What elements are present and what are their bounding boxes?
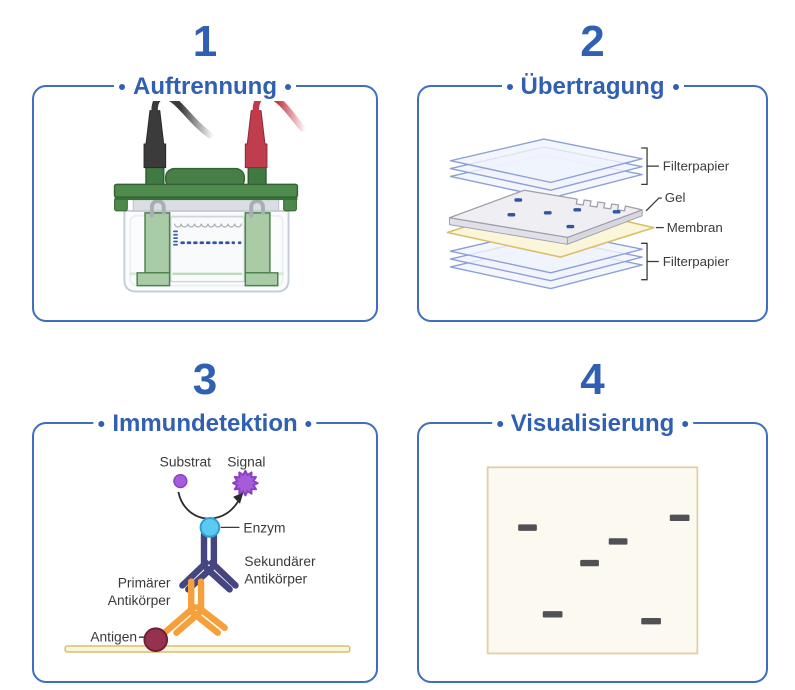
label-filterpapier-top: Filterpapier (663, 159, 730, 174)
comb-wells (173, 223, 242, 228)
filter-paper-stack-top (449, 138, 643, 199)
step-3-title: Immundetektion (93, 410, 317, 438)
signal-burst-icon (232, 469, 259, 497)
substrate-dot (173, 473, 188, 489)
gel-protein-spots (507, 198, 621, 229)
step-4-number: 4 (580, 355, 605, 404)
marker-ladder (173, 230, 178, 246)
protein-band-row (180, 241, 242, 245)
label-signal: Signal (227, 454, 265, 469)
title-bullet-right (284, 84, 291, 90)
cassette-clamp-left (136, 212, 171, 287)
hook-clip-left (149, 199, 166, 218)
title-bullet-left (496, 421, 503, 427)
panel-3-immundetektion: 3 Immundetektion (32, 358, 378, 683)
black-cable (151, 93, 214, 139)
label-substrat: Substrat (160, 454, 211, 469)
label-sekundaerer-antikoerper-line1: Sekundärer (244, 554, 316, 569)
label-enzym: Enzym (243, 520, 285, 535)
label-primaerer-antikoerper-line2: Antikörper (108, 593, 171, 608)
gel-cassette (169, 216, 246, 283)
title-bullet-right (682, 421, 689, 427)
title-bullet-left (119, 84, 126, 90)
blot-result-illustration (486, 466, 699, 655)
step-3-box: Immundetektion (32, 410, 378, 683)
step-3-title-text: Immundetektion (112, 410, 298, 437)
step-4-title-text: Visualisierung (510, 410, 675, 437)
hook-clip-right (249, 199, 265, 218)
transfer-stack-illustration: Filterpapier Gel Membran Filterpapier (446, 138, 730, 290)
enzyme-circle (199, 517, 221, 538)
gel-electrophoresis-tank-illustration (113, 91, 306, 293)
protein-band (641, 617, 661, 625)
reaction-arrowhead (233, 492, 244, 504)
red-electrode-plug (244, 110, 268, 169)
tank-lid (113, 155, 299, 212)
black-electrode-plug (143, 110, 167, 169)
panel-4-visualisierung: 4 Visualisierung (417, 358, 768, 683)
protein-band (518, 524, 537, 531)
title-bullet-right (305, 421, 312, 427)
protein-band (580, 559, 599, 567)
title-bullet-left (506, 84, 513, 90)
gel-layer (448, 189, 643, 245)
label-gel: Gel (665, 190, 686, 205)
gel-pointer-line (645, 197, 662, 212)
protein-band (608, 538, 628, 545)
label-sekundaerer-antikoerper-line2: Antikörper (244, 572, 307, 587)
step-4-title: Visualisierung (491, 410, 694, 438)
label-connectors (641, 147, 664, 281)
step-3-number: 3 (192, 355, 218, 404)
title-bullet-right (672, 84, 679, 90)
step-2-number: 2 (580, 17, 605, 66)
membrane-strip (64, 645, 351, 653)
buffer-tank-inner-wall (129, 214, 284, 287)
step-4-box: Visualisierung (417, 410, 768, 683)
protein-band (542, 611, 563, 618)
protein-band (669, 514, 690, 521)
step-2-title: Übertragung (501, 73, 684, 101)
step-1-box: Auftrennung (32, 73, 378, 322)
step-2-title-text: Übertragung (520, 73, 665, 100)
title-bullet-left (98, 421, 105, 427)
secondary-antibody (179, 531, 239, 593)
reaction-arrow (177, 491, 240, 520)
primary-antibody (162, 578, 228, 636)
step-1-title: Auftrennung (114, 73, 296, 101)
immunodetection-illustration: Substrat Signal Enzym Sekundärer Antikör… (64, 454, 351, 653)
panel-2-uebertragung: 2 Übertragung (417, 20, 768, 322)
blot-protein-bands (518, 514, 690, 625)
antigen-dot (143, 627, 169, 652)
label-primaerer-antikoerper-line1: Primärer (118, 575, 171, 590)
panel-1-auftrennung: 1 Auftrennung (32, 20, 378, 322)
label-filterpapier-bottom: Filterpapier (663, 254, 730, 269)
label-antigen: Antigen (90, 630, 137, 645)
step-2-box: Übertragung (417, 73, 768, 322)
step-1-title-text: Auftrennung (133, 73, 277, 100)
label-membran: Membran (667, 220, 723, 235)
step-1-number: 1 (192, 17, 218, 66)
